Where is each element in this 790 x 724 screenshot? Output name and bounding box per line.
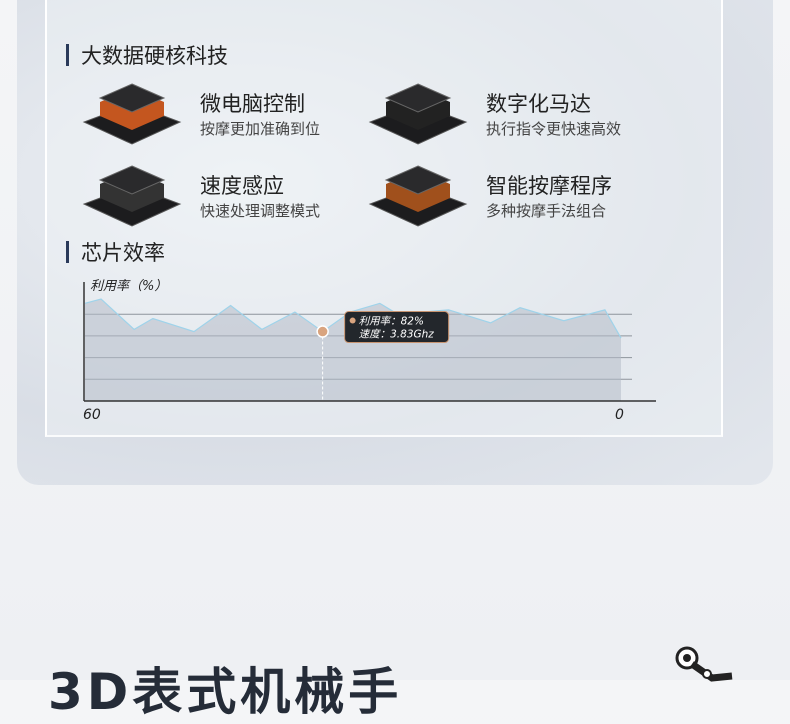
title-accent-bar <box>66 241 69 263</box>
feature-desc: 多种按摩手法组合 <box>486 202 607 220</box>
feature-desc: 快速处理调整模式 <box>200 202 321 220</box>
x-tick-label: 60 <box>83 407 101 423</box>
tech-card <box>17 0 773 485</box>
title-accent-bar <box>66 44 69 66</box>
x-tick-label: 0 <box>615 407 624 423</box>
feature-title: 智能按摩程序 <box>486 174 612 198</box>
tooltip-line2: 速度：3.83Ghz <box>359 329 435 341</box>
chip-efficiency-chart: 利用率（%） 60 0 利用率：82%速度：3.83Ghz <box>83 278 656 423</box>
feature-desc: 按摩更加准确到位 <box>200 120 321 138</box>
section-title-tech: 大数据硬核科技 <box>66 40 228 70</box>
utilization-area <box>85 299 621 401</box>
utilization-line <box>84 298 622 339</box>
section-title-text: 芯片效率 <box>81 241 165 265</box>
feature-item: 智能按摩程序 多种按摩手法组合 <box>368 164 612 230</box>
robot-arm-icon <box>675 646 733 682</box>
tooltip-box <box>344 311 450 344</box>
section-title-chip: 芯片效率 <box>66 237 165 267</box>
feature-item: 数字化马达 执行指令更快速高效 <box>368 82 621 148</box>
feature-item: 速度感应 快速处理调整模式 <box>82 164 320 230</box>
section-title-text: 大数据硬核科技 <box>81 44 228 68</box>
tooltip-line1: 利用率：82% <box>359 316 424 328</box>
motor-chip-icon <box>368 83 468 145</box>
tooltip-legend-dot <box>349 317 356 324</box>
program-chip-icon <box>368 165 468 227</box>
y-axis-label: 利用率（%） <box>90 278 167 294</box>
feature-desc: 执行指令更快速高效 <box>486 120 622 138</box>
data-point-marker <box>316 325 329 338</box>
sensor-chip-icon <box>82 165 182 227</box>
bottom-heading: 3D表式机械手 <box>48 663 403 721</box>
feature-title: 微电脑控制 <box>200 92 305 116</box>
feature-title: 速度感应 <box>200 174 284 198</box>
feature-item: 微电脑控制 按摩更加准确到位 <box>82 82 320 148</box>
feature-title: 数字化马达 <box>486 92 591 116</box>
microcontroller-chip-icon <box>82 83 182 145</box>
